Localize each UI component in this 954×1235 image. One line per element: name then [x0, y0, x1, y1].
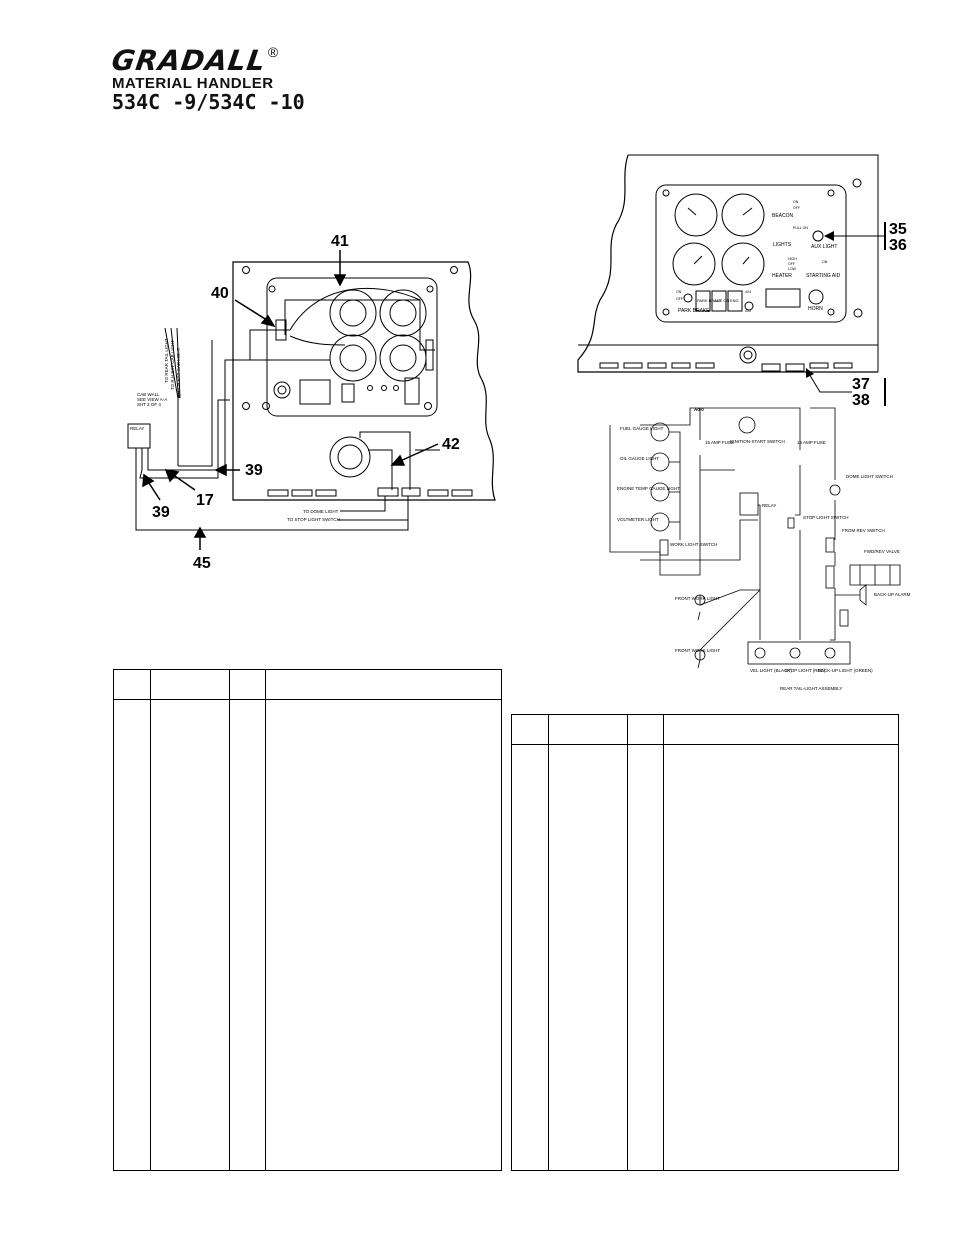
svg-text:ON: ON — [793, 200, 799, 204]
svg-text:OFF: OFF — [788, 262, 795, 266]
parts-table-left-col-divider — [229, 670, 230, 1170]
gradall-logo: GRADALL® MATERIAL HANDLER 534C -9/534C -… — [110, 44, 305, 114]
callout-38: 38 — [852, 392, 870, 409]
svg-text:OFF: OFF — [676, 297, 683, 301]
right-callouts: 35 36 37 38 — [852, 221, 907, 409]
right-panel-labels: BEACON LIGHTS AUX LIGHT HEATER STARTING … — [678, 213, 841, 314]
svg-text:4X4: 4X4 — [745, 290, 751, 294]
parts-table-right-col-divider — [627, 715, 628, 1170]
right-panel-indicator-labels: PARK BRAKE ON ALT ENG — [697, 298, 739, 303]
heater-label: HEATER — [772, 273, 792, 279]
wire-label-rh-cab: TO R.H.EXT CAB LIGHT — [170, 340, 175, 390]
schematic-labels: FUEL GAUGE LIGHT OIL GAUGE LIGHT ENGINE … — [617, 407, 911, 691]
right-dash-panel — [577, 154, 886, 406]
fuse-right: 15 AMP FUSE — [797, 440, 826, 445]
top-connector-label: A0-0 — [694, 407, 704, 412]
callout-39-lower: 39 — [152, 504, 170, 521]
svg-text:PULL ON: PULL ON — [793, 226, 808, 230]
svg-text:4X2: 4X2 — [745, 309, 751, 313]
parts-table-right-col-divider — [548, 715, 549, 1170]
left-dash-diagram — [127, 261, 496, 531]
schematic-relay: RELAY — [762, 503, 776, 508]
svg-text:ENG: ENG — [730, 298, 739, 303]
fuse-left: 15 AMP FUSE — [705, 440, 734, 445]
left-wire-labels: TO REAR TAIL LIGHT TO R.H.EXT CAB LIGHT … — [164, 338, 181, 397]
relay-label: RELAY — [130, 426, 144, 431]
wire-label-rear-tail: TO REAR TAIL LIGHT — [164, 338, 169, 383]
parts-table-left — [113, 669, 502, 1171]
model-number: 534C -9/534C -10 — [112, 90, 305, 114]
left-callout-arrows — [142, 250, 439, 550]
front-work-light-1: FRONT WORK LIGHT — [675, 596, 720, 601]
svg-text:PARK BRAKE ON: PARK BRAKE ON — [697, 298, 729, 303]
engine-temp-gauge-light: ENGINE TEMP GAUGE LIGHT — [617, 486, 680, 491]
backup-alarm: BACK-UP ALARM — [874, 592, 911, 597]
svg-text:OFF: OFF — [793, 206, 800, 210]
svg-text:LOW: LOW — [788, 267, 797, 271]
work-light-switch: WORK LIGHT SWITCH — [670, 542, 717, 547]
callout-40: 40 — [211, 285, 229, 302]
park-brake-label: PARK BRAKE — [678, 308, 710, 314]
callout-42: 42 — [442, 436, 460, 453]
wire-label-lh-cab: TO L.H.EXT CAB LIGHT — [176, 347, 181, 397]
cab-wall-note: CAB WALL SEE VIEW A-A SHT 2 OF 4 RELAY T… — [130, 392, 340, 522]
callout-41: 41 — [331, 233, 349, 250]
starting-aid-label: STARTING AID — [806, 273, 841, 279]
oil-gauge-light: OIL GAUGE LIGHT — [620, 456, 659, 461]
right-panel-small-labels: ON OFF PULL ON HIGH LOW OFF ON ON OFF 4X… — [676, 200, 828, 313]
rear-light-stop: STOP LIGHT (RED) — [785, 668, 826, 673]
svg-text:ON: ON — [676, 290, 682, 294]
rear-tail-light-assembly: REAR TAIL-LIGHT ASSEMBLY — [780, 686, 842, 691]
callout-35: 35 — [889, 221, 907, 238]
from-rev-switch: FROM REV SWITCH — [842, 528, 885, 533]
fwd-rev-valve: FWD/REV VALVE — [864, 549, 900, 554]
parts-table-right-header — [512, 715, 898, 745]
stop-light-switch: STOP LIGHT SWITCH — [803, 515, 849, 520]
horn-label: HORN — [808, 306, 823, 312]
parts-table-left-col-divider — [150, 670, 151, 1170]
svg-text:CAB WALL: CAB WALL — [137, 392, 160, 397]
to-stop-switch-label: TO STOP LIGHT SWITCH — [287, 517, 340, 522]
rear-light-backup: BACK-UP LIGHT (GREEN) — [818, 668, 873, 673]
parts-table-left-col-divider — [265, 670, 266, 1170]
electrical-schematic — [609, 407, 901, 669]
parts-table-right-col-divider — [663, 715, 664, 1170]
registered-mark: ® — [267, 44, 279, 60]
parts-table-right — [511, 714, 899, 1171]
callout-37: 37 — [852, 376, 870, 393]
parts-table-left-header — [114, 670, 501, 700]
lights-label: LIGHTS — [773, 242, 792, 248]
fuel-gauge-light: FUEL GAUGE LIGHT — [620, 426, 664, 431]
rear-light-vel: VEL LIGHT (BLACK) — [750, 668, 792, 673]
callout-39-upper: 39 — [245, 462, 263, 479]
svg-text:SEE VIEW A-A: SEE VIEW A-A — [137, 397, 167, 402]
svg-text:ALT: ALT — [714, 298, 722, 303]
beacon-label: BEACON — [772, 213, 794, 219]
dome-light-switch: DOME LIGHT SWITCH — [846, 474, 893, 479]
right-callout-arrowheads — [806, 231, 834, 378]
callout-17: 17 — [196, 492, 214, 509]
svg-text:ON: ON — [822, 260, 828, 264]
ignition-start-switch: IGNITION-START SWITCH — [730, 439, 785, 444]
front-work-light-2: FRONT WORK LIGHT — [675, 648, 720, 653]
callout-45: 45 — [193, 555, 211, 572]
voltmeter-light: VOLTMETER LIGHT — [617, 517, 659, 522]
to-dome-light-label: TO DOME LIGHT — [303, 509, 339, 514]
left-callouts: 41 40 42 39 17 39 45 — [152, 233, 460, 572]
svg-text:SHT 2 OF 4: SHT 2 OF 4 — [137, 402, 161, 407]
svg-text:HIGH: HIGH — [788, 257, 797, 261]
subtitle: MATERIAL HANDLER — [112, 75, 274, 92]
aux-light-label: AUX LIGHT — [811, 244, 837, 250]
callout-36: 36 — [889, 237, 907, 254]
